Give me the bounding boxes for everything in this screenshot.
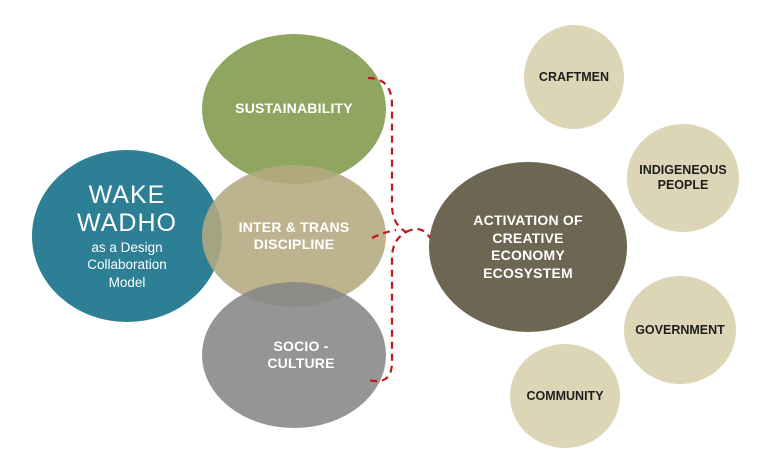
government-circle: GOVERNMENT: [624, 276, 736, 384]
socio-culture-circle: SOCIO - CULTURE: [202, 282, 386, 428]
indigeneous-people-circle: INDIGENEOUS PEOPLE: [627, 124, 739, 232]
activation-circle: ACTIVATION OF CREATIVE ECONOMY ECOSYSTEM: [429, 162, 627, 332]
wake-wadho-circle: WAKE WADHO as a Design Collaboration Mod…: [32, 150, 222, 322]
government-label: GOVERNMENT: [635, 322, 725, 337]
indigeneous-people-label: INDIGENEOUS PEOPLE: [639, 163, 727, 192]
community-label: COMMUNITY: [526, 388, 604, 403]
center-subtitle: as a Design Collaboration Model: [87, 239, 167, 290]
craftmen-circle: CRAFTMEN: [524, 25, 624, 129]
sustainability-circle: SUSTAINABILITY: [202, 34, 386, 184]
sustainability-label: SUSTAINABILITY: [235, 100, 353, 117]
craftmen-label: CRAFTMEN: [538, 69, 610, 84]
center-title: WAKE WADHO: [77, 180, 177, 237]
activation-label: ACTIVATION OF CREATIVE ECONOMY ECOSYSTEM: [473, 212, 583, 281]
community-circle: COMMUNITY: [510, 344, 620, 448]
socio-culture-label: SOCIO - CULTURE: [267, 337, 335, 372]
bracket-arm-activation: [405, 227, 431, 239]
inter-trans-discipline-label: INTER & TRANS DISCIPLINE: [238, 218, 350, 253]
